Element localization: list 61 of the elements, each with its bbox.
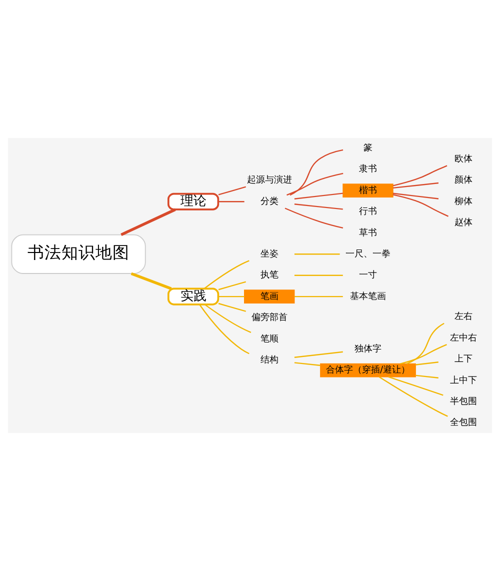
node-text: 分类 <box>260 195 278 206</box>
node-box: 书法知识地图 <box>11 234 146 274</box>
node-text: 一寸 <box>359 269 377 280</box>
node-text: 基本笔画 <box>350 290 386 302</box>
node-text: 独体字 <box>354 342 382 354</box>
connector <box>392 182 439 188</box>
connector <box>294 274 343 276</box>
connector <box>406 322 444 364</box>
connector <box>218 280 246 290</box>
node-text: 全包围 <box>450 416 477 428</box>
node-box: 实践 <box>168 287 220 305</box>
connector <box>388 376 444 396</box>
node-text: 笔顺 <box>260 332 278 344</box>
connector <box>286 172 344 196</box>
connector <box>218 200 244 202</box>
node-box: 笔画 <box>244 289 295 303</box>
connector <box>218 186 246 195</box>
connector <box>294 362 320 366</box>
connector <box>218 295 244 297</box>
node-text: 结构 <box>260 354 278 365</box>
node-text: 欧体 <box>454 153 472 164</box>
connector <box>392 192 439 199</box>
connector <box>400 344 447 364</box>
connector <box>218 302 246 312</box>
node-text: 隶书 <box>359 163 377 174</box>
connector <box>130 272 172 290</box>
connector <box>290 148 344 196</box>
node-text: 一尺、一拳 <box>346 248 390 259</box>
connector <box>294 253 340 254</box>
node-text: 半包围 <box>450 395 477 406</box>
node-text: 行书 <box>359 206 377 217</box>
connector <box>294 203 343 210</box>
node-text: 颜体 <box>454 174 472 186</box>
connector <box>294 350 343 358</box>
connector <box>392 164 448 186</box>
node-text: 篆 <box>364 142 372 153</box>
connector <box>204 260 250 289</box>
node-text: 偏旁部首 <box>251 312 288 323</box>
connector <box>204 303 252 333</box>
node-text: 柳体 <box>454 195 472 206</box>
connector <box>294 295 343 297</box>
connector <box>378 376 448 416</box>
node-text: 上下 <box>454 353 472 364</box>
connector <box>416 361 438 365</box>
connector <box>284 207 344 228</box>
node-text: 赵体 <box>454 216 472 228</box>
node-text: 坐姿 <box>260 248 278 259</box>
connector <box>294 192 343 199</box>
node-box: 理论 <box>168 192 220 210</box>
node-text: 左中右 <box>450 332 477 343</box>
node-text: 草书 <box>359 226 377 238</box>
node-text: 执笔 <box>260 269 278 280</box>
connector <box>416 374 438 378</box>
node-text: 左右 <box>454 310 472 322</box>
node-box: 合体字（穿插/避让） <box>320 362 416 377</box>
node-box: 楷书 <box>342 183 394 197</box>
connector <box>120 208 176 236</box>
connector <box>199 304 250 354</box>
connector <box>392 194 449 216</box>
node-text: 起源与演进 <box>246 174 292 186</box>
node-text: 上中下 <box>450 374 477 386</box>
